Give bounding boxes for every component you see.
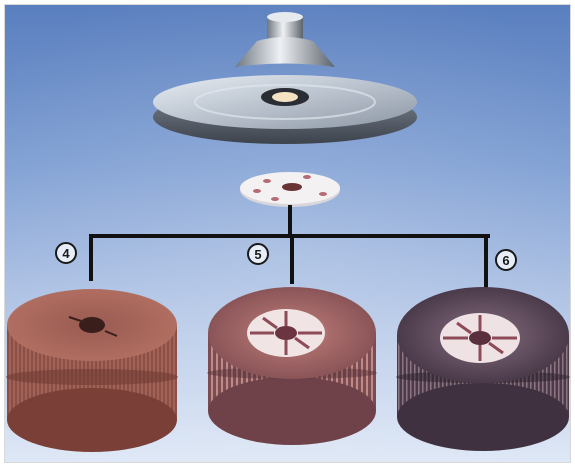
flange-hole <box>253 189 261 193</box>
diagram-frame: 4 5 6 <box>4 4 571 463</box>
wheel-bottom <box>7 388 177 452</box>
flange-hole <box>319 192 327 196</box>
callout-6: 6 <box>496 250 516 270</box>
wheel-bottom <box>208 377 376 445</box>
flap-wheel-6 <box>396 287 570 451</box>
flange-hole <box>303 175 311 179</box>
wheel-hub-hole <box>275 326 297 340</box>
assembly-diagram: 4 5 6 <box>5 5 571 463</box>
wheel-hub-hole <box>469 331 491 345</box>
wheel-groove <box>6 369 178 385</box>
flap-wheel-5 <box>207 287 377 445</box>
flange-center-hole <box>282 183 302 191</box>
callout-label-5: 5 <box>254 247 261 262</box>
callout-4: 4 <box>56 243 76 263</box>
callout-label-4: 4 <box>62 246 70 261</box>
flange-hole <box>263 179 271 183</box>
wheel-bottom <box>397 383 569 451</box>
flap-wheel-4 <box>6 289 178 452</box>
callout-label-6: 6 <box>502 253 509 268</box>
adapter-flange <box>240 172 340 207</box>
wheel-center-hole <box>79 317 105 333</box>
plate-hole <box>272 92 298 102</box>
flange-hole <box>271 197 279 201</box>
spindle-top <box>267 12 303 22</box>
callout-5: 5 <box>248 244 268 264</box>
